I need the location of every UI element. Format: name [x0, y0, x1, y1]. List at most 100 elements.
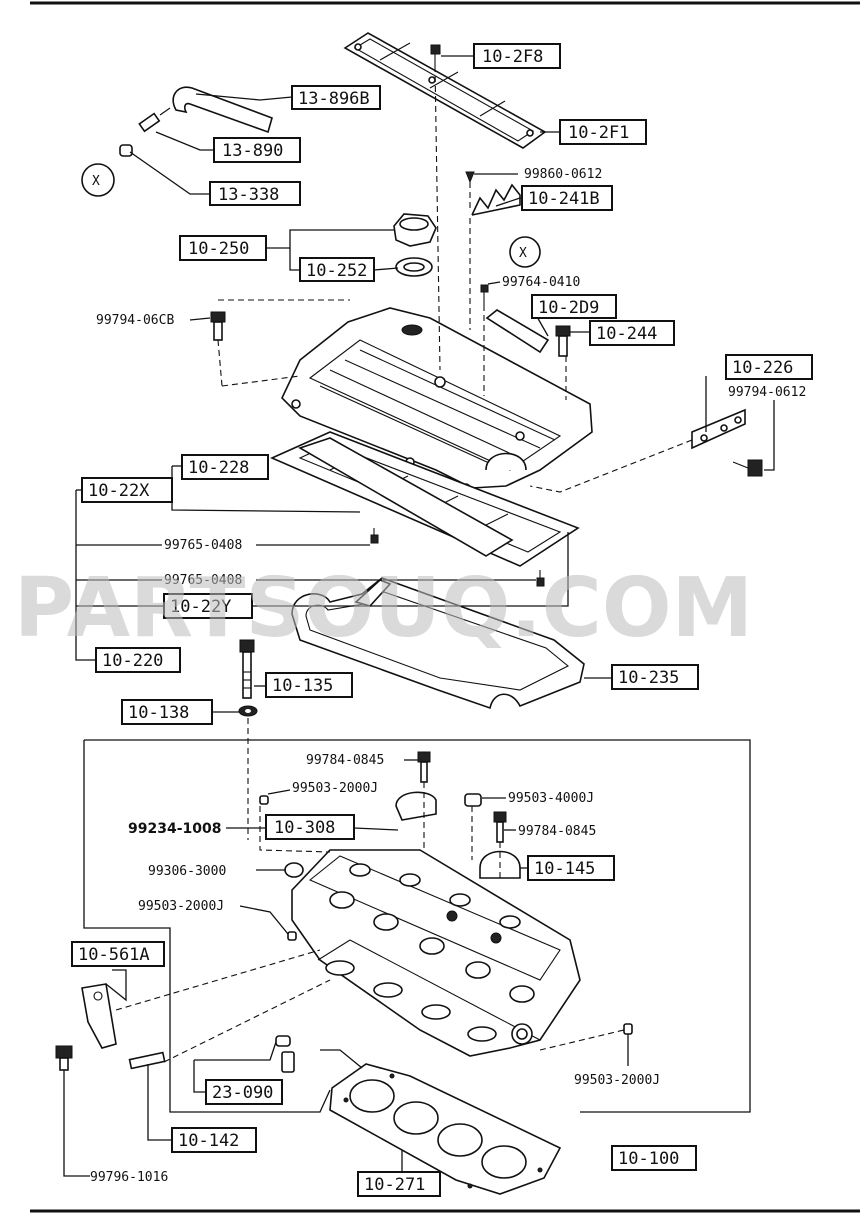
bolt-99796-1016 [55, 1045, 73, 1071]
svg-text:X: X [519, 246, 527, 261]
svg-text:10-2F8: 10-2F8 [482, 47, 543, 67]
svg-text:X: X [92, 174, 100, 189]
label-10-2D9: 10-2D9 [531, 294, 617, 319]
label-99765-0408-a: 99765-0408 [164, 538, 242, 553]
label-13-338: 13-338 [209, 181, 301, 206]
screw-99765-0408-b [536, 570, 545, 587]
svg-text:10-135: 10-135 [272, 676, 333, 696]
label-10-561A: 10-561A [71, 941, 165, 967]
label-99306-3000: 99306-3000 [148, 864, 226, 879]
label-99784-0845-a: 99784-0845 [306, 753, 384, 768]
callout-x-marker-left: X [81, 163, 115, 197]
bolt-99794-0612 [732, 459, 763, 477]
dowel-pin-99503-2000j-a [259, 795, 269, 805]
cover-bracket [465, 171, 521, 216]
label-10-138: 10-138 [121, 699, 213, 725]
svg-text:23-090: 23-090 [212, 1083, 273, 1103]
label-99794-06CB: 99794-06CB [96, 313, 174, 328]
head-gasket [329, 1063, 562, 1195]
label-13-890: 13-890 [213, 137, 301, 163]
label-10-142: 10-142 [171, 1127, 257, 1153]
valve-seal-kit [275, 1035, 295, 1073]
label-99784-0845-b: 99784-0845 [518, 824, 596, 839]
label-10-271: 10-271 [357, 1171, 441, 1197]
callout-x-marker-right: X [509, 236, 541, 268]
label-99796-1016: 99796-1016 [90, 1170, 168, 1185]
label-10-100: 10-100 [611, 1145, 697, 1171]
svg-text:10-252: 10-252 [306, 261, 367, 281]
plug-99306-3000 [284, 862, 304, 878]
label-99234-1008: 99234-1008 [128, 821, 221, 837]
svg-text:13-890: 13-890 [222, 141, 283, 161]
label-99503-2000J-c: 99503-2000J [574, 1073, 660, 1088]
svg-text:10-220: 10-220 [102, 651, 163, 671]
bolt-99784-0845-b [493, 811, 507, 843]
spark-plug-cover [343, 32, 547, 149]
svg-text:10-22Y: 10-22Y [170, 597, 231, 617]
dowel-pin-99503-2000j-c [623, 1023, 633, 1035]
label-99503-2000J-b: 99503-2000J [138, 899, 224, 914]
label-10-220: 10-220 [95, 647, 181, 673]
oil-filler-cap [393, 213, 437, 247]
head-bolt-washer [238, 705, 258, 717]
label-10-22Y: 10-22Y [163, 593, 253, 619]
cylinder-head [291, 849, 581, 1057]
breather-hose [172, 86, 273, 134]
svg-text:10-2D9: 10-2D9 [538, 298, 599, 318]
label-99765-0408-b: 99765-0408 [164, 573, 242, 588]
svg-text:10-142: 10-142 [178, 1131, 239, 1151]
baffle-subplate [298, 437, 514, 557]
head-cover-gasket [291, 577, 585, 710]
svg-text:10-250: 10-250 [188, 239, 249, 259]
label-10-226: 10-226 [725, 354, 813, 380]
svg-text:10-145: 10-145 [534, 859, 595, 879]
dashed-assembly-lines [115, 65, 693, 1063]
svg-text:10-226: 10-226 [732, 358, 793, 378]
label-99860-0612: 99860-0612 [524, 167, 602, 182]
label-99764-0410: 99764-0410 [502, 275, 580, 290]
label-10-2F1: 10-2F1 [559, 119, 647, 145]
svg-text:10-138: 10-138 [128, 703, 189, 723]
cover-bolt [430, 44, 441, 66]
engine-hanger [81, 983, 117, 1049]
label-99503-4000J: 99503-4000J [508, 791, 594, 806]
nameplate [485, 309, 550, 354]
head-bolt [239, 639, 255, 699]
svg-text:13-338: 13-338 [218, 185, 279, 205]
label-10-308: 10-308 [265, 814, 355, 840]
svg-text:13-896B: 13-896B [298, 89, 370, 109]
watermark: PARTSOUQ.COM [14, 561, 753, 656]
label-10-135: 10-135 [265, 672, 353, 698]
bolt-10-244 [555, 325, 571, 357]
label-10-252: 10-252 [299, 257, 375, 282]
label-10-244: 10-244 [589, 320, 675, 346]
stud-bolt-10-142 [128, 1051, 166, 1070]
svg-text:10-235: 10-235 [618, 668, 679, 688]
bolt-99764-0410 [480, 284, 489, 305]
dowel-pin-99503-2000j-b [287, 931, 297, 941]
label-99794-0612: 99794-0612 [728, 385, 806, 400]
svg-text:10-561A: 10-561A [78, 945, 150, 965]
cylinder-head-cover [281, 307, 593, 493]
dowel-pin-99503-4000j [464, 793, 482, 807]
svg-text:10-244: 10-244 [596, 324, 657, 344]
label-10-241B: 10-241B [521, 185, 613, 211]
filler-cap-gasket [395, 257, 433, 277]
label-13-896B: 13-896B [291, 85, 381, 110]
svg-text:10-241B: 10-241B [528, 189, 600, 209]
svg-text:10-100: 10-100 [618, 1149, 679, 1169]
label-23-090: 23-090 [205, 1079, 283, 1105]
label-10-228: 10-228 [181, 454, 269, 480]
svg-text:10-22X: 10-22X [88, 481, 150, 501]
bolt-99794-06cb [210, 311, 226, 341]
screw-99765-0408-a [370, 528, 379, 544]
label-10-250: 10-250 [179, 235, 267, 261]
label-10-145: 10-145 [527, 855, 615, 881]
label-10-235: 10-235 [611, 664, 699, 690]
svg-text:10-228: 10-228 [188, 458, 249, 478]
svg-text:10-271: 10-271 [364, 1175, 425, 1195]
svg-text:10-2F1: 10-2F1 [568, 123, 629, 143]
label-10-2F8: 10-2F8 [473, 43, 561, 69]
camshaft-cap-front [395, 791, 437, 821]
